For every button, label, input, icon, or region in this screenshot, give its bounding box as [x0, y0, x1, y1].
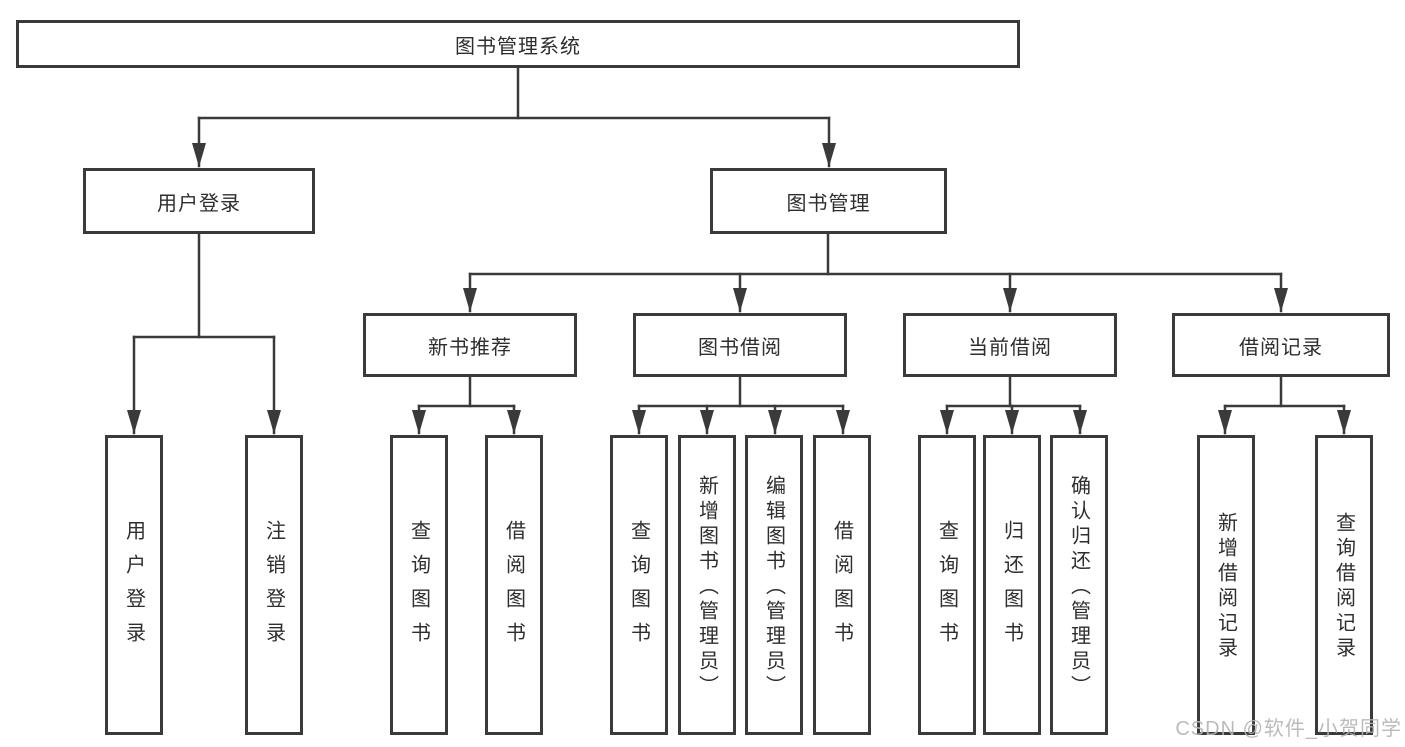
leaf-recommend-borrow-book: 借阅图书 — [485, 435, 543, 735]
node-label: 查询借阅记录 — [1332, 512, 1355, 662]
csdn-watermark: CSDN @软件_小贺同学 — [1175, 718, 1402, 740]
node-label: 查询图书 — [935, 520, 958, 656]
node-label: 借阅记录 — [1239, 336, 1323, 359]
leaf-return-book: 归还图书 — [983, 435, 1041, 735]
leaf-confirm-return-admin: 确认归还（管理员） — [1050, 435, 1108, 735]
node-label: 查询图书 — [407, 520, 430, 656]
leaf-borrow-query-book: 查询图书 — [610, 435, 668, 735]
leaf-logout: 注销登录 — [245, 435, 303, 735]
node-new-book-recommendation: 新书推荐 — [363, 313, 577, 377]
node-root-library-system: 图书管理系统 — [16, 20, 1020, 68]
leaf-add-book-admin: 新增图书（管理员） — [678, 435, 736, 735]
node-label: 用户登录 — [157, 192, 241, 215]
node-current-borrowing: 当前借阅 — [903, 313, 1117, 377]
leaf-add-borrow-record: 新增借阅记录 — [1197, 435, 1255, 735]
node-label: 图书管理系统 — [455, 35, 581, 58]
node-label: 归还图书 — [1000, 520, 1023, 656]
leaf-current-query-book: 查询图书 — [918, 435, 976, 735]
leaf-query-borrow-record: 查询借阅记录 — [1315, 435, 1373, 735]
node-book-borrowing: 图书借阅 — [633, 313, 847, 377]
node-label: 新增借阅记录 — [1214, 512, 1237, 662]
leaf-recommend-query-book: 查询图书 — [390, 435, 448, 735]
node-book-management: 图书管理 — [710, 168, 947, 234]
node-label: 图书管理 — [786, 192, 871, 215]
node-label: 图书借阅 — [698, 336, 782, 359]
node-label: 借阅图书 — [830, 520, 853, 656]
node-user-login: 用户登录 — [83, 168, 315, 234]
leaf-edit-book-admin: 编辑图书（管理员） — [745, 435, 803, 735]
node-label: 注销登录 — [262, 520, 285, 656]
node-label: 新书推荐 — [428, 336, 512, 359]
node-label: 编辑图书（管理员） — [762, 474, 785, 700]
node-label: 新增图书（管理员） — [695, 474, 718, 700]
node-label: 确认归还（管理员） — [1067, 474, 1090, 700]
node-label: 用户登录 — [122, 520, 145, 656]
node-label: 当前借阅 — [968, 336, 1052, 359]
node-label: 借阅图书 — [502, 520, 525, 656]
node-borrowing-records: 借阅记录 — [1172, 313, 1390, 377]
leaf-user-login: 用户登录 — [105, 435, 163, 735]
node-label: 查询图书 — [627, 520, 650, 656]
leaf-borrow-book: 借阅图书 — [813, 435, 871, 735]
